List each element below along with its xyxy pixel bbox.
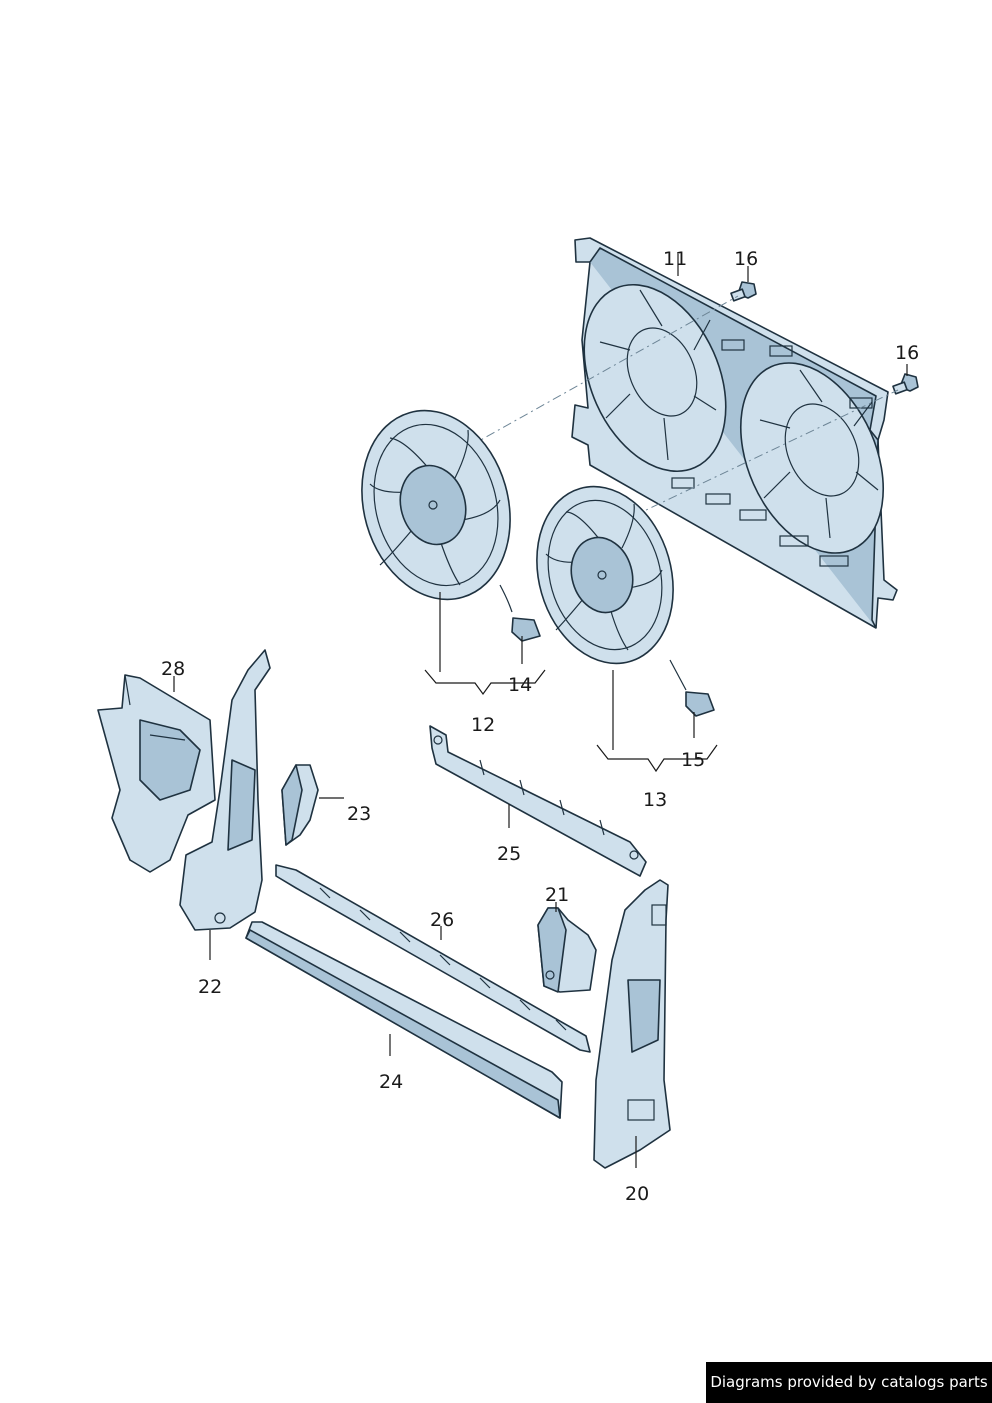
callout-24: 24 (379, 1071, 403, 1093)
callout-12: 12 (471, 714, 495, 736)
side-bracket-icon (593, 879, 671, 1169)
footer-credit: Diagrams provided by catalogs parts (706, 1362, 992, 1403)
bolt-icon (730, 281, 757, 302)
callout-11: 11 (663, 248, 687, 270)
callout-28: 28 (161, 658, 185, 680)
fan-shroud-icon (571, 237, 898, 629)
callout-16: 16 (895, 342, 919, 364)
callout-14: 14 (508, 674, 532, 696)
callout-16: 16 (734, 248, 758, 270)
callout-13: 13 (643, 789, 667, 811)
callout-21: 21 (545, 884, 569, 906)
fan-motor-icon (361, 409, 513, 613)
seal-strip-icon (245, 921, 563, 1119)
side-bracket-icon (537, 907, 597, 993)
callout-22: 22 (198, 976, 222, 998)
callout-20: 20 (625, 1183, 649, 1205)
side-bracket-icon (97, 674, 216, 873)
callout-15: 15 (681, 749, 705, 771)
electrical-connector-icon (685, 691, 715, 717)
seal-strip-icon (429, 725, 647, 877)
electrical-connector-icon (511, 617, 541, 642)
callout-23: 23 (347, 803, 371, 825)
side-bracket-icon (179, 649, 271, 931)
leader-lines (173, 254, 908, 1168)
fan-motor-icon (536, 485, 687, 691)
callout-26: 26 (430, 909, 454, 931)
side-bracket-icon (281, 764, 319, 846)
seal-strip-icon (275, 864, 591, 1053)
callout-25: 25 (497, 843, 521, 865)
